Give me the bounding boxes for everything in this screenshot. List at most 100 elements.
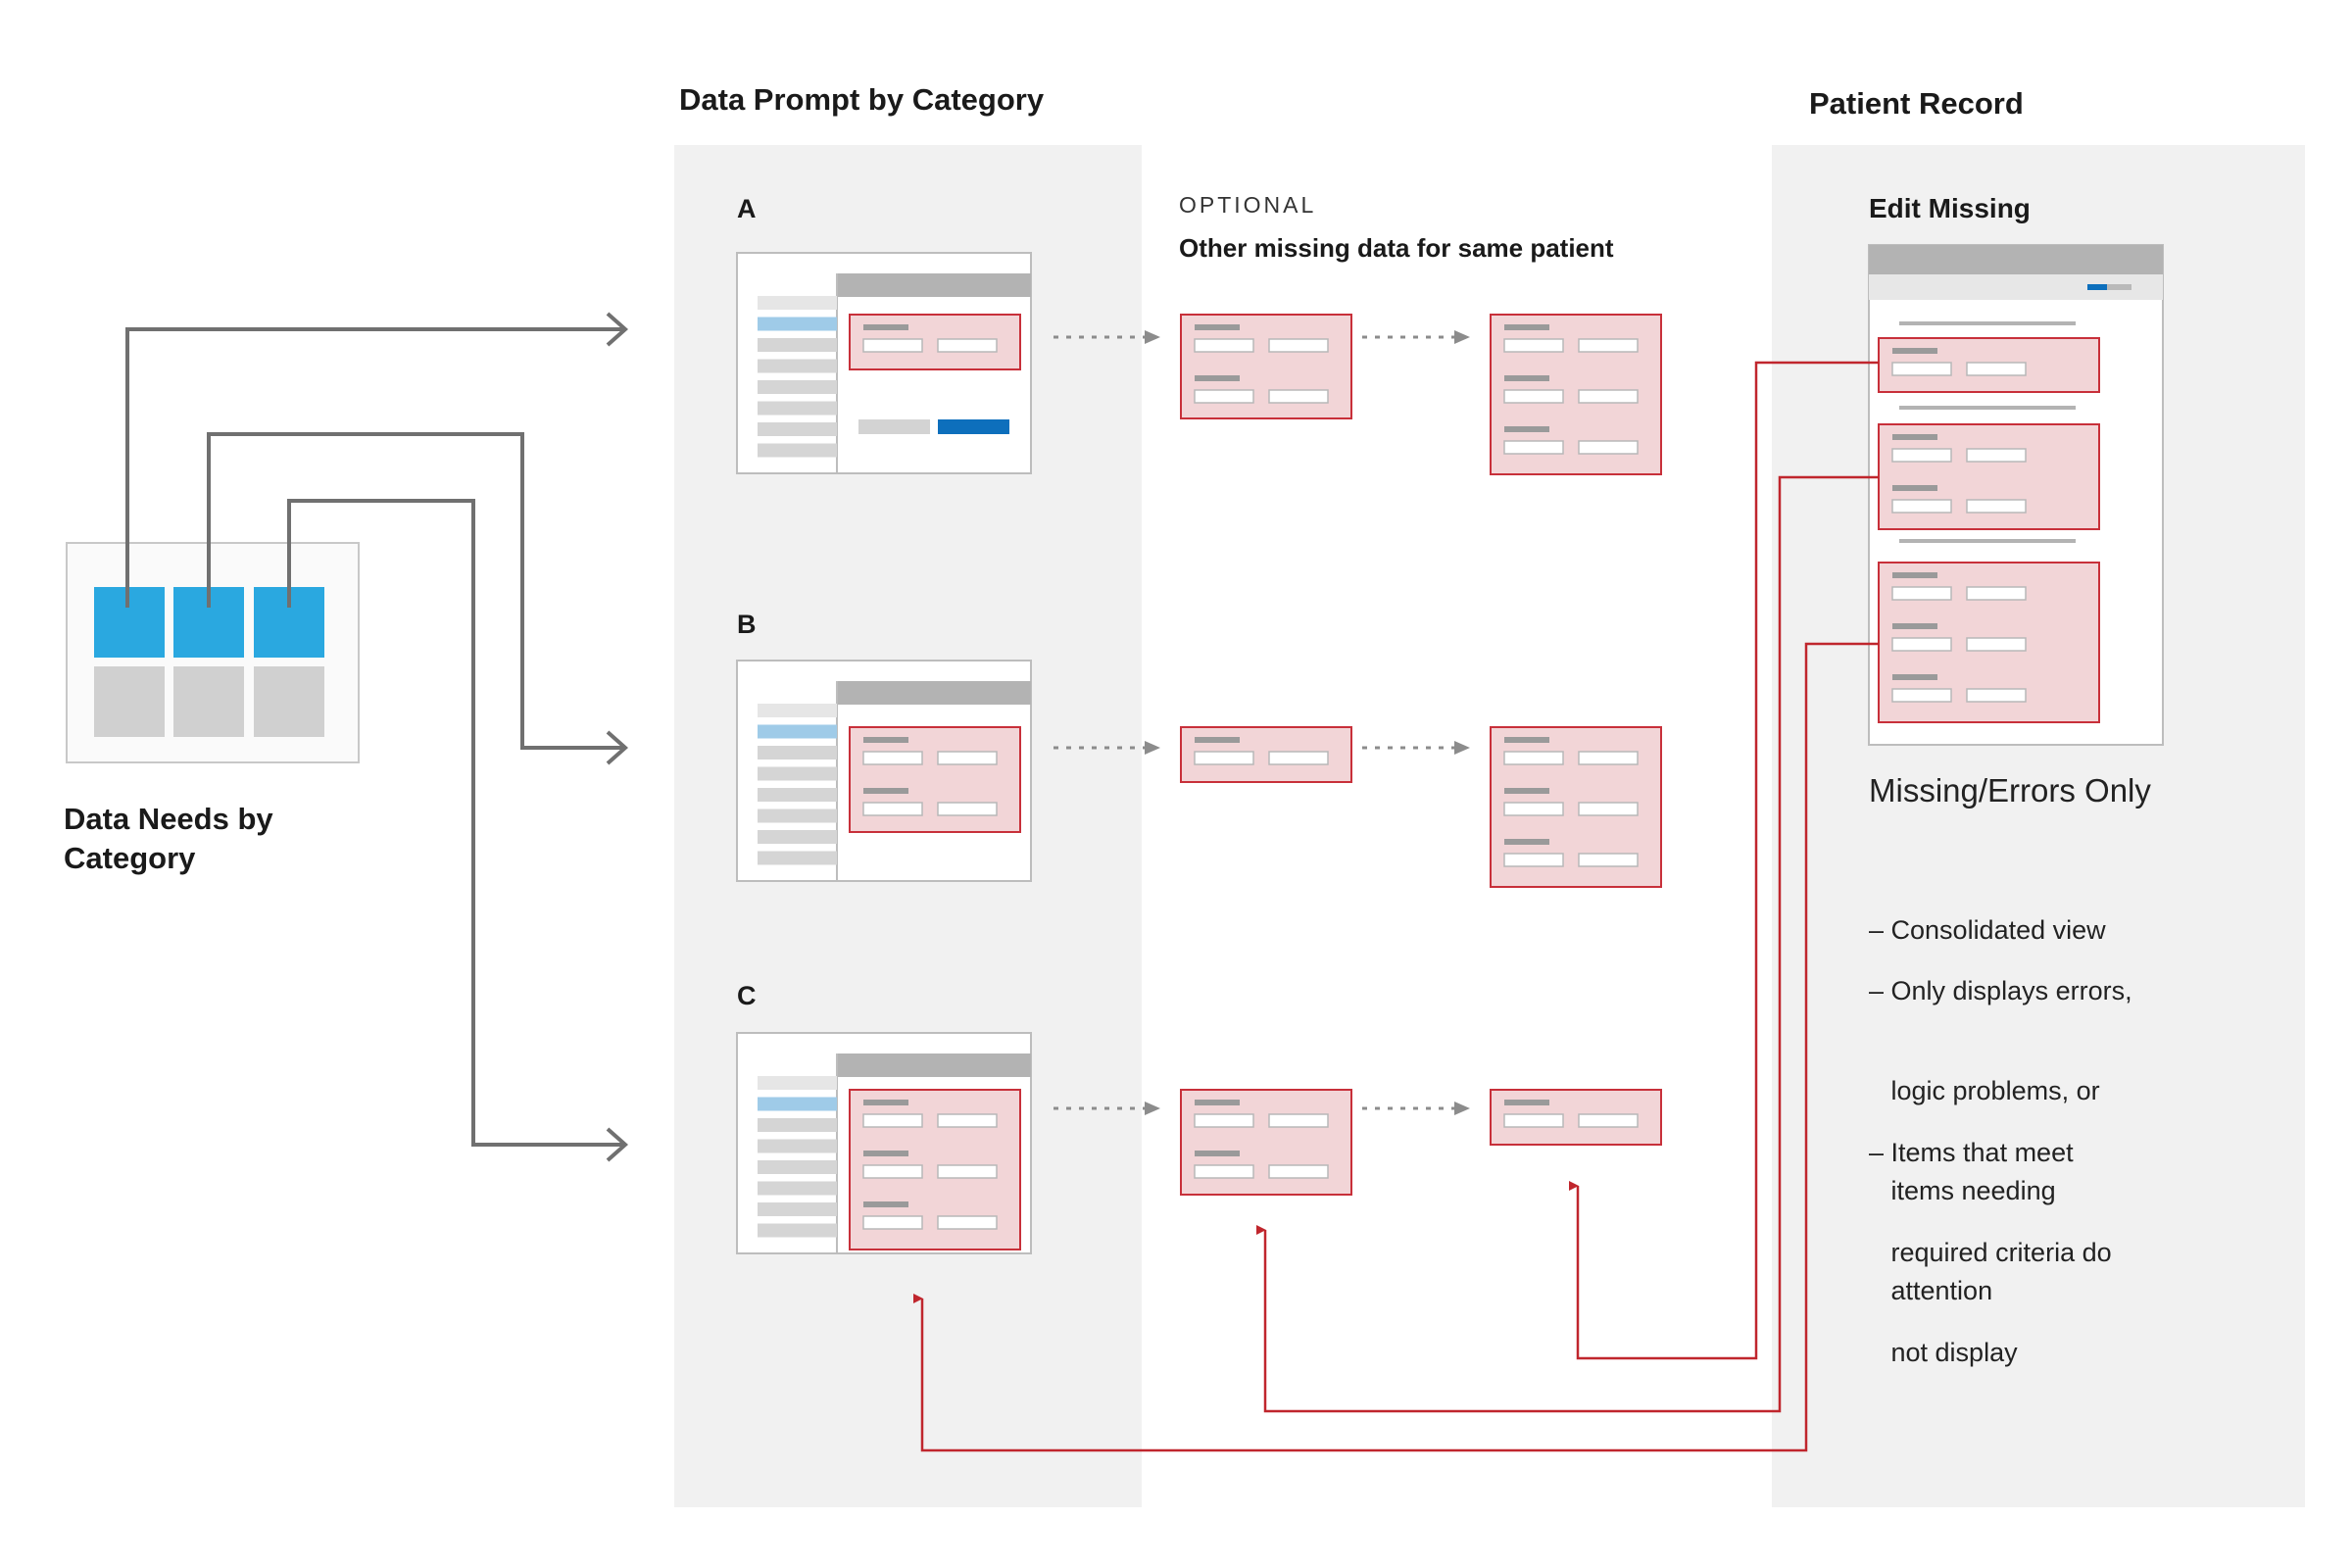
optional-flow-arrow: [1054, 1102, 1160, 1115]
error-form: [1490, 314, 1662, 475]
field-input: [1503, 853, 1564, 867]
return-connectors: [913, 361, 1879, 1452]
bullet-line: – Consolidated view: [1869, 915, 2106, 945]
needs-title-line2: Category: [64, 841, 196, 875]
return-connector-2: [1256, 475, 1879, 1413]
bullet-line: required criteria do: [1869, 1238, 2112, 1267]
field-input: [1891, 499, 1952, 514]
optional-flow-arrow: [1054, 741, 1160, 755]
nav-item: [758, 401, 837, 416]
optional-flow-arrow: [1054, 330, 1160, 344]
field-label: [863, 1100, 908, 1105]
nav-item: [758, 1202, 837, 1216]
window-title: Edit Missing: [1869, 193, 2031, 223]
arrow-head: [1454, 741, 1470, 755]
nav-item: [758, 1118, 837, 1132]
return-connector-3: [913, 642, 1879, 1452]
field-input: [862, 1164, 923, 1179]
field-label: [1892, 674, 1937, 680]
bullet-line: not display: [1869, 1338, 2018, 1367]
section-divider: [1899, 406, 2076, 410]
screen-header: [837, 1054, 1031, 1077]
nav-item: [758, 746, 837, 760]
row-label-b: B: [737, 610, 757, 639]
submit-button-shape: [938, 419, 1009, 434]
arrow-head: [1145, 1102, 1160, 1115]
bullet-item: – Items that meet required criteria do n…: [1869, 1069, 2112, 1436]
error-form: [849, 314, 1021, 370]
field-input: [1194, 1164, 1254, 1179]
error-form: [849, 1089, 1021, 1250]
field-label: [863, 1151, 908, 1156]
field-label: [1504, 788, 1549, 794]
field-label: [863, 788, 908, 794]
field-input: [1578, 389, 1639, 404]
nav-item: [758, 1139, 837, 1153]
nav-item: [758, 1076, 837, 1090]
field-input: [1891, 586, 1952, 601]
bullet-item: – Only displays errors, logic problems, …: [1869, 907, 2132, 1374]
row-label-a: A: [737, 194, 757, 223]
field-input: [937, 1215, 998, 1230]
record-heading: Missing/Errors Only: [1869, 772, 2151, 808]
need-tile: [94, 666, 165, 737]
field-input: [1268, 338, 1329, 353]
nav-item: [758, 359, 837, 373]
section-divider: [1899, 539, 2076, 543]
nav-item: [758, 380, 837, 394]
error-form: [1180, 726, 1352, 783]
bullet-line: – Only displays errors,: [1869, 976, 2132, 1005]
need-tile: [173, 666, 244, 737]
optional-label: OPTIONAL: [1179, 192, 1317, 218]
optional-flow-arrow: [1362, 1102, 1470, 1115]
error-form: [1878, 337, 2100, 393]
field-input: [1268, 1113, 1329, 1128]
field-label: [863, 324, 908, 330]
error-form: [1180, 314, 1352, 419]
field-input: [1578, 1113, 1639, 1128]
field-input: [1966, 637, 2027, 652]
error-form-box: [849, 726, 1021, 833]
nav-item: [758, 808, 837, 823]
field-input: [1891, 448, 1952, 463]
field-label: [1892, 572, 1937, 578]
field-input: [1966, 586, 2027, 601]
field-input: [1966, 448, 2027, 463]
field-label: [1892, 485, 1937, 491]
field-input: [1268, 1164, 1329, 1179]
field-input: [1966, 688, 2027, 703]
field-label: [1504, 737, 1549, 743]
needs-title-line1: Data Needs by: [64, 802, 273, 836]
bullet-line: – Items that meet: [1869, 1138, 2074, 1167]
nav-item-selected: [758, 1097, 837, 1111]
prompt-title: Data Prompt by Category: [679, 82, 1045, 117]
error-form-box: [1878, 423, 2100, 530]
error-form: [1490, 726, 1662, 888]
row-label-c: C: [737, 981, 757, 1010]
connector-a: [125, 327, 623, 608]
field-input: [1578, 853, 1639, 867]
field-label: [1195, 1100, 1240, 1105]
field-input: [1194, 1113, 1254, 1128]
bullet-item: – Consolidated view: [1869, 847, 2106, 1013]
field-label: [863, 737, 908, 743]
field-input: [1503, 1113, 1564, 1128]
error-form-box: [1180, 1089, 1352, 1196]
error-form: [1180, 1089, 1352, 1196]
nav-item-selected: [758, 724, 837, 739]
screen-header: [837, 273, 1031, 297]
nav-item: [758, 443, 837, 458]
field-input: [1578, 802, 1639, 816]
error-form: [1878, 423, 2100, 530]
nav-item: [758, 338, 837, 352]
field-input: [1503, 338, 1564, 353]
nav-item: [758, 1160, 837, 1174]
field-input: [1268, 751, 1329, 765]
field-label: [1892, 348, 1937, 354]
field-label: [1504, 1100, 1549, 1105]
record-title: Patient Record: [1809, 86, 2024, 121]
field-label: [1504, 426, 1549, 432]
field-input: [1578, 440, 1639, 455]
bullet-line: logic problems, or: [1869, 1076, 2100, 1105]
